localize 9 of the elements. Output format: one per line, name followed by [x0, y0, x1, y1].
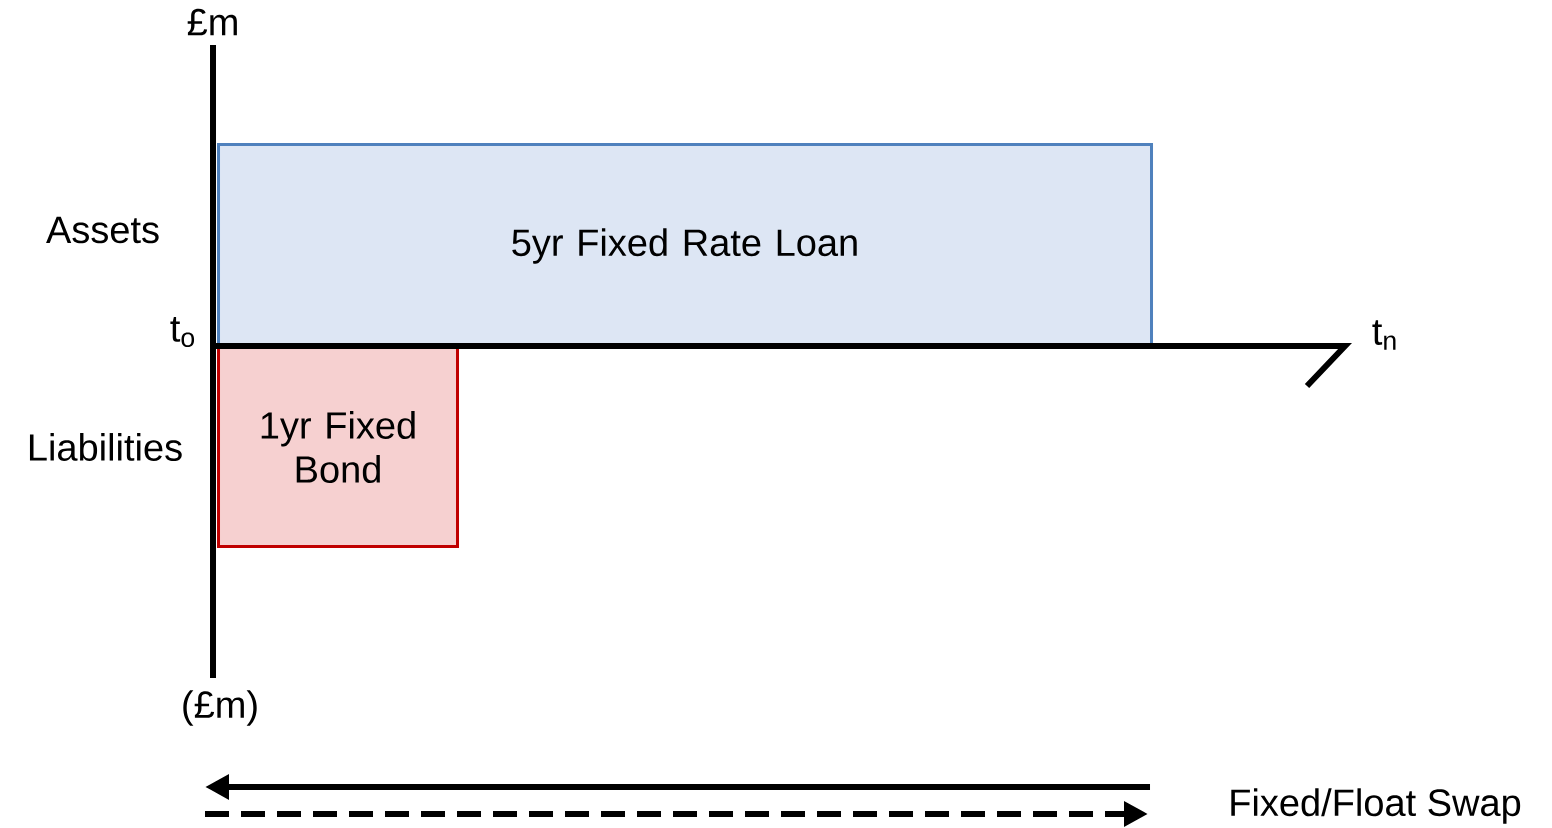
axis-label: £m: [187, 8, 237, 36]
bond-bar: 1yr Fixed Bond: [217, 346, 459, 548]
axis-label: t$_{o}$: [170, 317, 195, 347]
axis-label: Liabilities: [29, 433, 182, 461]
axis-label: t$_{n}$: [1372, 320, 1396, 350]
axis-label: Assets: [46, 216, 159, 244]
legend-text: Fixed/Float Swap: [1231, 788, 1521, 824]
loan-bar: 5yr Fixed Rate Loan: [217, 143, 1153, 349]
axis-label: (£m): [183, 690, 257, 726]
